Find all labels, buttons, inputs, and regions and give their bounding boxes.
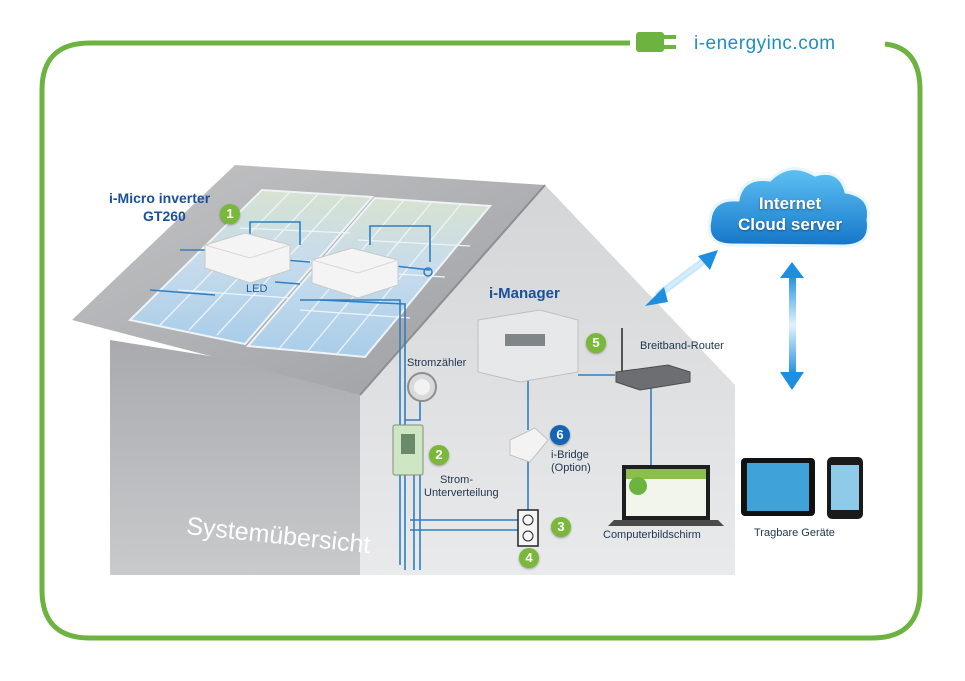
double-arrow-diagonal	[645, 250, 718, 306]
i-manager-label: i-Manager	[489, 285, 560, 302]
badge-2: 2	[429, 445, 449, 465]
distribution-box	[393, 425, 423, 475]
devices-label: Tragbare Geräte	[754, 527, 835, 539]
i-manager-device	[478, 310, 578, 382]
badge-3: 3	[551, 517, 571, 537]
led-label: LED	[246, 283, 267, 295]
inverter-title: i-Micro inverter	[109, 190, 210, 206]
phone-device	[827, 457, 863, 519]
router-label: Breitband-Router	[640, 340, 724, 352]
cloud-line-1: Internet	[720, 193, 860, 214]
bridge-label-1: i-Bridge	[551, 449, 589, 461]
brand-url[interactable]: i-energyinc.com	[694, 33, 836, 55]
badge-4: 4	[519, 548, 539, 568]
double-arrow-vertical	[780, 262, 804, 390]
badge-6: 6	[550, 425, 570, 445]
cloud-label: Internet Cloud server	[720, 193, 860, 235]
computer-screen	[608, 465, 724, 526]
tablet-device	[741, 458, 815, 516]
outlet	[518, 510, 538, 546]
plug-icon	[636, 32, 676, 52]
distribution-label-1: Strom-	[440, 474, 473, 486]
bridge-label-2: (Option)	[551, 462, 591, 474]
badge-5: 5	[586, 333, 606, 353]
electricity-meter	[408, 373, 436, 401]
meter-label: Stromzähler	[407, 357, 466, 369]
cloud-line-2: Cloud server	[720, 214, 860, 235]
distribution-label-2: Unterverteilung	[424, 487, 499, 499]
badge-1: 1	[220, 204, 240, 224]
inverter-model: GT260	[143, 208, 186, 224]
computer-label: Computerbildschirm	[603, 529, 701, 541]
